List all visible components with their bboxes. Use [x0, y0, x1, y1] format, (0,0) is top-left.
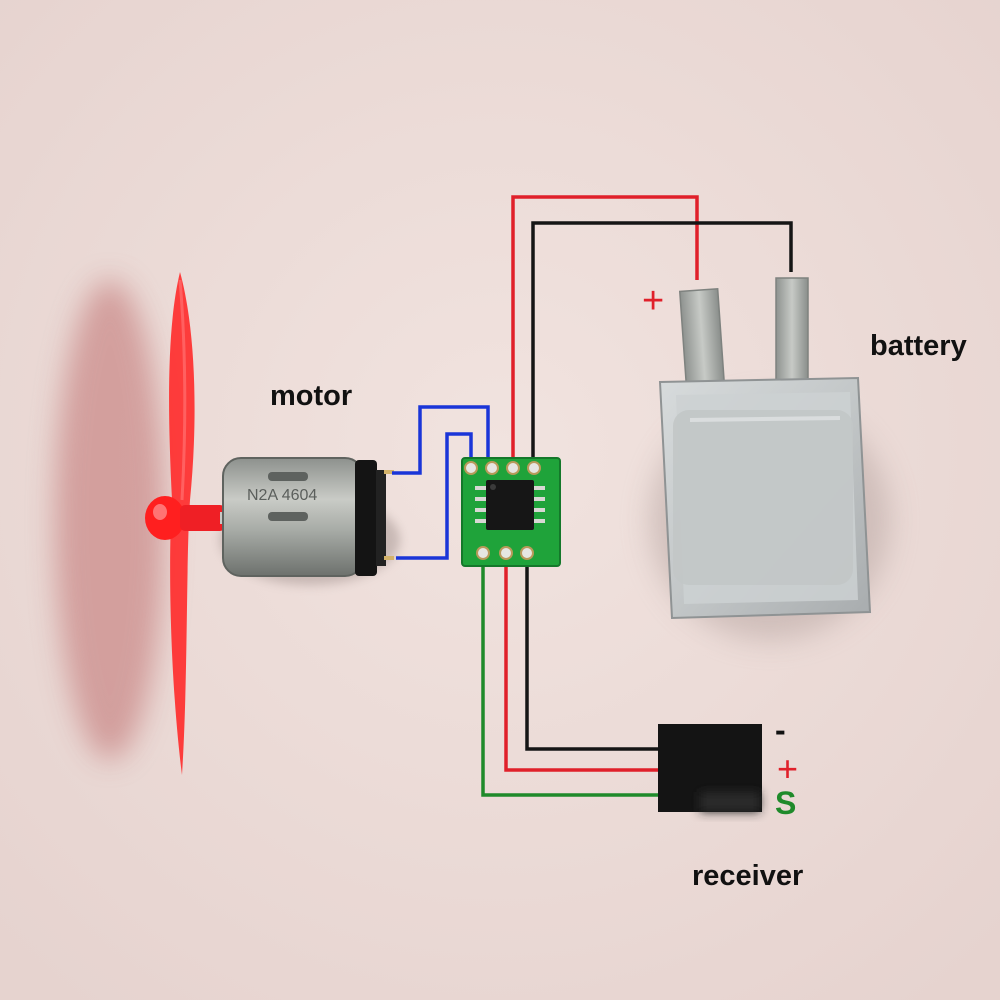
- receiver-icon: [658, 724, 762, 812]
- motor-marking: N2A 4604: [247, 487, 317, 504]
- battery-label: battery: [870, 330, 967, 362]
- battery-negative-wire: [531, 221, 793, 462]
- motor-wires: [392, 405, 490, 560]
- esc-board-icon: [461, 457, 561, 567]
- receiver-label: receiver: [692, 860, 804, 892]
- motor-wire-bottom: [396, 432, 473, 560]
- receiver-signal-wire: [481, 553, 660, 797]
- receiver-minus-label: -: [775, 712, 786, 748]
- propeller-icon: [145, 272, 234, 775]
- motor-label: motor: [270, 380, 353, 412]
- motor-wire-top: [392, 405, 490, 475]
- battery-plus-label: +: [642, 280, 665, 322]
- receiver-plus-label: +: [777, 748, 799, 789]
- receiver-negative-wire: [525, 553, 660, 751]
- lipo-battery-icon: [658, 277, 872, 620]
- receiver-signal-label: S: [775, 785, 797, 821]
- dc-motor-icon: N2A 4604: [222, 457, 394, 577]
- receiver-positive-wire: [504, 553, 660, 772]
- battery-positive-wire: [511, 195, 699, 462]
